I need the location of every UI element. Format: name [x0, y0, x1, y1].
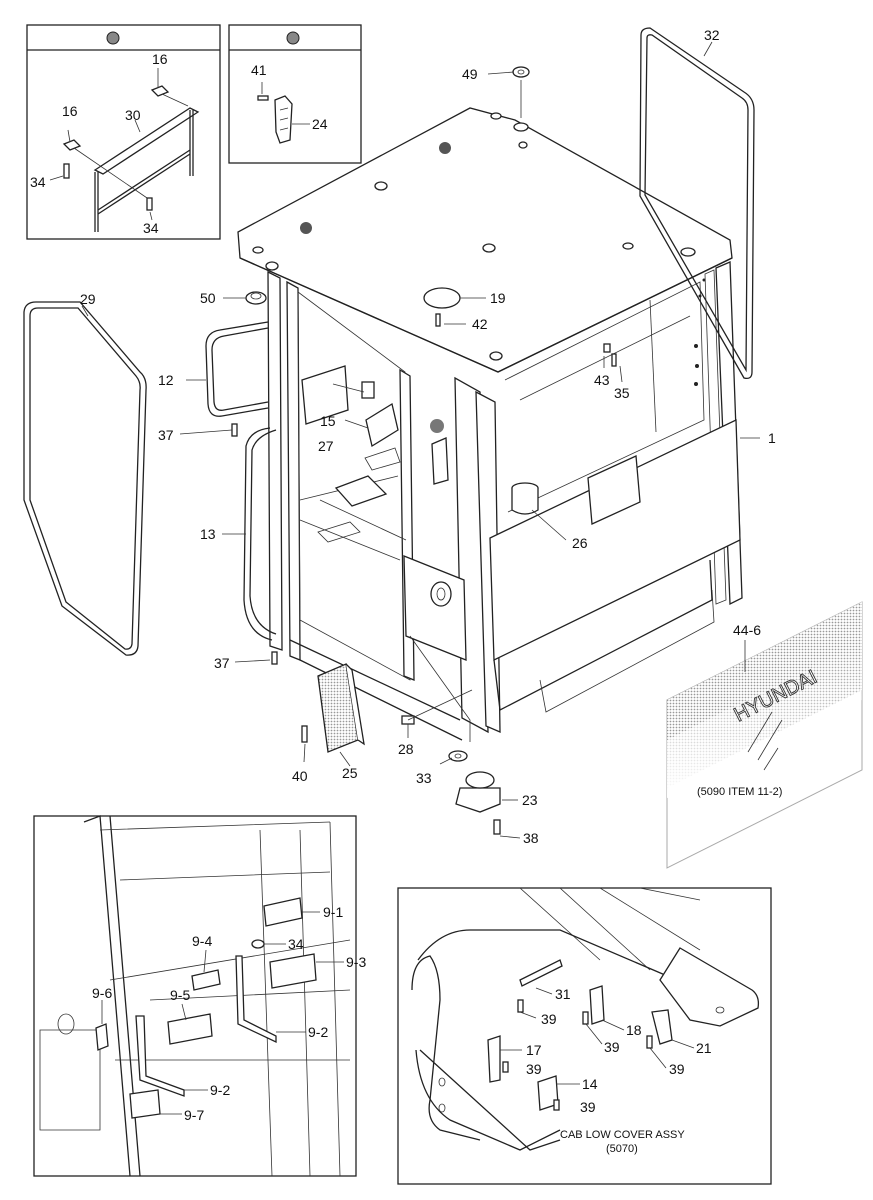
label-35: 35: [614, 385, 630, 401]
side-glass-left: [23, 301, 147, 656]
label-50: 50: [200, 290, 216, 306]
cover-title: CAB LOW COVER ASSY: [560, 1129, 685, 1141]
ring-50: [245, 291, 267, 305]
glass-panel-44-6: [666, 601, 863, 869]
inset-latch-assembly: [228, 24, 362, 164]
label-14: 14: [582, 1076, 598, 1092]
label-49: 49: [462, 66, 478, 82]
label-31: 31: [555, 986, 571, 1002]
label-21: 21: [696, 1040, 712, 1056]
disk-19: [423, 287, 461, 309]
inset-guard-assembly: [26, 24, 221, 240]
glass-ref-text: (5090 ITEM 11-2): [697, 786, 782, 798]
rear-glass: [639, 27, 755, 380]
label-15: 15: [320, 413, 336, 429]
callout-marker-icon: [106, 31, 120, 45]
label-29: 29: [80, 291, 96, 307]
label-23: 23: [522, 792, 538, 808]
label-9-2: 9-2: [210, 1082, 230, 1098]
label-13: 13: [200, 526, 216, 542]
label-26: 26: [572, 535, 588, 551]
label-28: 28: [398, 741, 414, 757]
label-16: 16: [152, 51, 168, 67]
label-39: 39: [604, 1039, 620, 1055]
roof-hole: [439, 142, 451, 154]
label-19: 19: [490, 290, 506, 306]
washer-49: [512, 66, 530, 78]
leader-lines: [81, 41, 760, 839]
label-42: 42: [472, 316, 488, 332]
label-30: 30: [125, 107, 141, 123]
label-9-1: 9-1: [323, 904, 343, 920]
label-27: 27: [318, 438, 334, 454]
label-34: 34: [288, 936, 304, 952]
label-44-6: 44-6: [733, 622, 761, 638]
roof-hole: [300, 222, 312, 234]
label-25: 25: [342, 765, 358, 781]
label-9-2: 9-2: [308, 1024, 328, 1040]
label-9-4: 9-4: [192, 933, 212, 949]
washer-33: [448, 750, 468, 762]
label-39: 39: [669, 1061, 685, 1077]
inset-cab-low-cover: [397, 887, 772, 1185]
mount-23: [455, 787, 501, 813]
label-38: 38: [523, 830, 539, 846]
callout-marker-icon: [286, 31, 300, 45]
label-37: 37: [158, 427, 174, 443]
label-16: 16: [62, 103, 78, 119]
label-9-5: 9-5: [170, 987, 190, 1003]
cab-frame: [237, 107, 743, 742]
label-43: 43: [594, 372, 610, 388]
inset-bracket-assembly: [33, 815, 357, 1177]
grab-handle: [205, 321, 269, 417]
label-1: 1: [768, 430, 776, 446]
label-34: 34: [30, 174, 46, 190]
label-24: 24: [312, 116, 328, 132]
label-33: 33: [416, 770, 432, 786]
label-9-3: 9-3: [346, 954, 366, 970]
label-9-7: 9-7: [184, 1107, 204, 1123]
cover-ref: (5070): [606, 1143, 638, 1155]
label-17: 17: [526, 1042, 542, 1058]
label-18: 18: [626, 1022, 642, 1038]
label-34: 34: [143, 220, 159, 236]
label-37: 37: [214, 655, 230, 671]
label-39: 39: [541, 1011, 557, 1027]
label-40: 40: [292, 768, 308, 784]
label-39: 39: [580, 1099, 596, 1115]
door-handle-rail: [243, 427, 273, 641]
label-32: 32: [704, 27, 720, 43]
label-12: 12: [158, 372, 174, 388]
label-39: 39: [526, 1061, 542, 1077]
label-9-6: 9-6: [92, 985, 112, 1001]
label-41: 41: [251, 62, 267, 78]
